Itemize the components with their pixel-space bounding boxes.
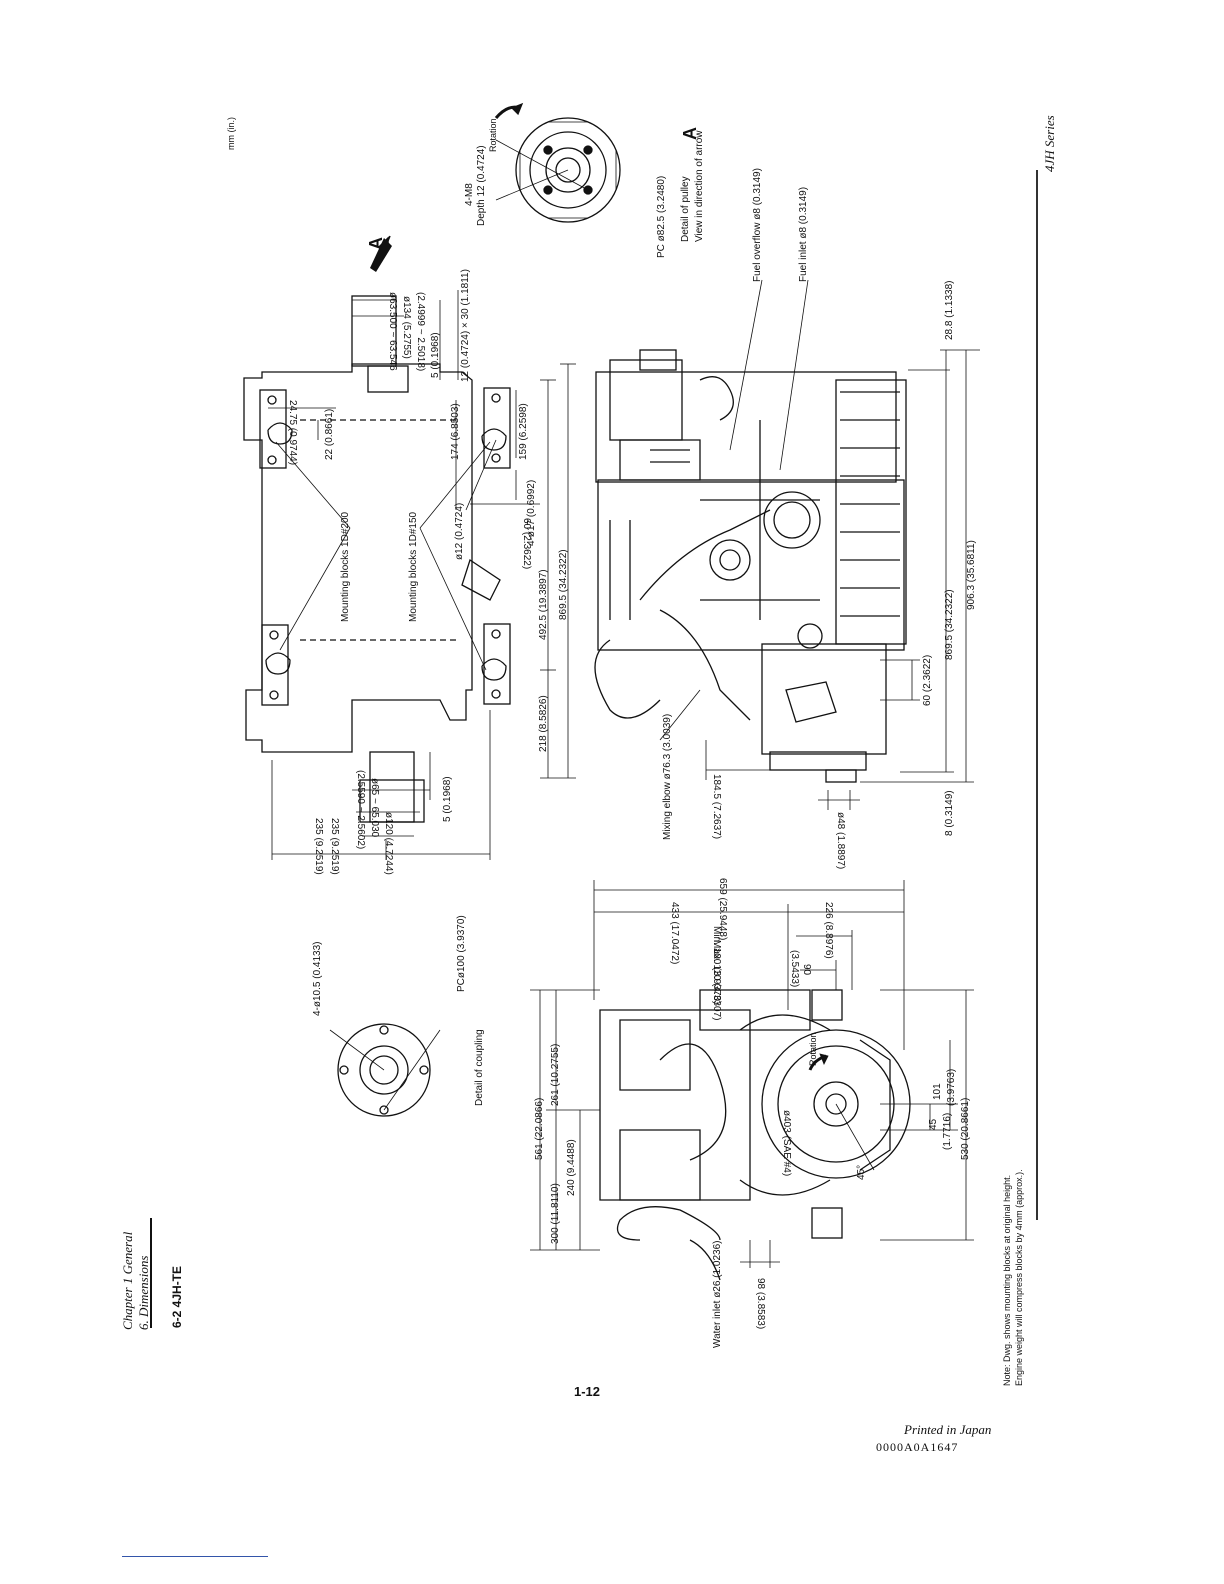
sae-housing-label: ø403 (SAE #4)	[781, 1110, 792, 1177]
dim-d65-in: (2.5590 ~ 2.5602)	[355, 770, 366, 850]
dim-d101: 101	[932, 1083, 943, 1100]
pulley-detail	[494, 102, 621, 223]
dim-d24-75: 24.75 (0.9744)	[287, 400, 298, 466]
mounting-blocks-150: Mounting blocks 1D#150	[408, 511, 419, 622]
dim-d226: 226 (8.8976)	[823, 902, 834, 959]
series-rule	[1036, 170, 1038, 1220]
dim-d48: ø48 (1.8897)	[835, 812, 846, 870]
dim-d22: 22 (0.8661)	[324, 408, 335, 460]
view-arrow-label-top: A	[366, 237, 386, 250]
dim-min100: Min. 100 (3.9370)	[711, 926, 722, 1005]
dim-d235b: 235 (9.2519)	[329, 818, 340, 875]
dim-d235a: 235 (9.2519)	[313, 818, 324, 875]
pulley-arrow-label: A	[680, 127, 700, 140]
document-code: 0000A0A1647	[876, 1440, 959, 1454]
dim-deg45: 45°	[856, 1164, 867, 1180]
page-number: 1-12	[574, 1384, 601, 1399]
dim-d869-5-top: 869.5 (34.2322)	[558, 549, 569, 620]
note-line-1: Note: Dwg. shows mounting blocks at orig…	[1002, 1174, 1012, 1386]
bottom-link-rule	[122, 1556, 268, 1557]
dim-d60-side: 60 (2.3622)	[922, 654, 933, 706]
dim-d45: 45	[928, 1118, 939, 1130]
dim-d492-5: 492.5 (19.3897)	[538, 569, 549, 640]
dim-d45-in: (1.7716)	[942, 1112, 953, 1150]
dim-d433: 433 (17.0472)	[669, 902, 680, 965]
dim-d90-in: (3.5433)	[789, 950, 800, 988]
dim-d906-3: 906.3 (35.6811)	[966, 540, 977, 610]
side-view-engine	[594, 349, 907, 783]
dim-d101-in: (3.9763)	[946, 1068, 957, 1106]
coupling-caption: Detail of coupling	[474, 1029, 485, 1106]
top-view-outline	[243, 295, 511, 823]
dim-d134: ø134 (5.2755)	[401, 296, 412, 359]
dim-d240: 240 (9.4488)	[566, 1139, 577, 1196]
dim-d8: 8 (0.3149)	[944, 790, 955, 836]
dim-d5b: 5 (0.1968)	[442, 776, 453, 822]
dim-d12: ø12 (0.4724)	[454, 502, 465, 560]
pulley-rotation-label: Rotation	[488, 118, 498, 152]
pulley-caption-1: Detail of pulley	[680, 176, 691, 242]
pulley-caption-2: View in direction of arrow	[694, 130, 705, 242]
dim-d120: ø120 (4.7244)	[383, 812, 394, 875]
coupling-holes-label: 4-ø10.5 (0.4133)	[312, 941, 323, 1017]
header-rule	[150, 1218, 152, 1328]
view-arrow-shape	[370, 238, 392, 272]
dim-d218: 218 (8.5826)	[538, 695, 549, 752]
dim-d561: 561 (22.0866)	[534, 1097, 545, 1160]
mixing-elbow-label: Mixing elbow ø76.3 (3.0039)	[662, 713, 673, 840]
pulley-depth-label: Depth 12 (0.4724)	[476, 145, 487, 226]
dim-d90: 90	[801, 964, 812, 976]
dim-d28-8: 28.8 (1.1338)	[944, 280, 955, 341]
mounting-blocks-200: Mounting blocks 1D#200	[340, 511, 351, 622]
dim-d60a: 60 (2.3622)	[521, 518, 532, 570]
fuel-inlet-label: Fuel inlet ø8 (0.3149)	[798, 186, 809, 282]
water-inlet-label: Water inlet ø26 (1.0236)	[712, 1240, 723, 1348]
fuel-overflow-label: Fuel overflow ø8 (0.3149)	[752, 168, 763, 282]
dim-d530: 530 (20.8661)	[960, 1097, 971, 1160]
dim-d65: ø65 ~ 65.030	[369, 778, 380, 838]
coupling-detail	[329, 1023, 441, 1117]
dim-d12x30: 12 (0.4724) × 30 (1.1811)	[460, 269, 471, 382]
dim-d869-5-side: 869.5 (34.2322)	[944, 589, 955, 660]
printed-in-label: Printed in Japan	[904, 1422, 992, 1437]
dim-d261: 261 (10.2755)	[550, 1043, 561, 1106]
front-rotation-label: Rotation	[808, 1032, 818, 1066]
dim-d63: ø63.500 ~ 63.546	[387, 292, 398, 371]
coupling-pc-label: PCø100 (3.9370)	[456, 915, 467, 992]
pulley-pc-label: PC ø82.5 (3.2480)	[656, 175, 667, 258]
dim-d184-5: 184.5 (7.2637)	[711, 774, 722, 840]
dim-d98: 98 (3.8583)	[755, 1278, 766, 1330]
dim-d159: 159 (6.2598)	[518, 403, 529, 460]
front-view-engine	[599, 989, 911, 1281]
dim-d63-in: (2.4999 ~ 2.5018)	[415, 292, 426, 372]
dim-d300: 300 (11.8110)	[550, 1183, 561, 1244]
dim-d174: 174 (6.8503)	[450, 403, 461, 460]
dim-d5a: 5 (0.1968)	[430, 332, 441, 378]
pulley-bolts-label: 4-M8	[464, 183, 475, 206]
note-line-2: Engine weight will compress blocks by 4m…	[1014, 1169, 1024, 1386]
